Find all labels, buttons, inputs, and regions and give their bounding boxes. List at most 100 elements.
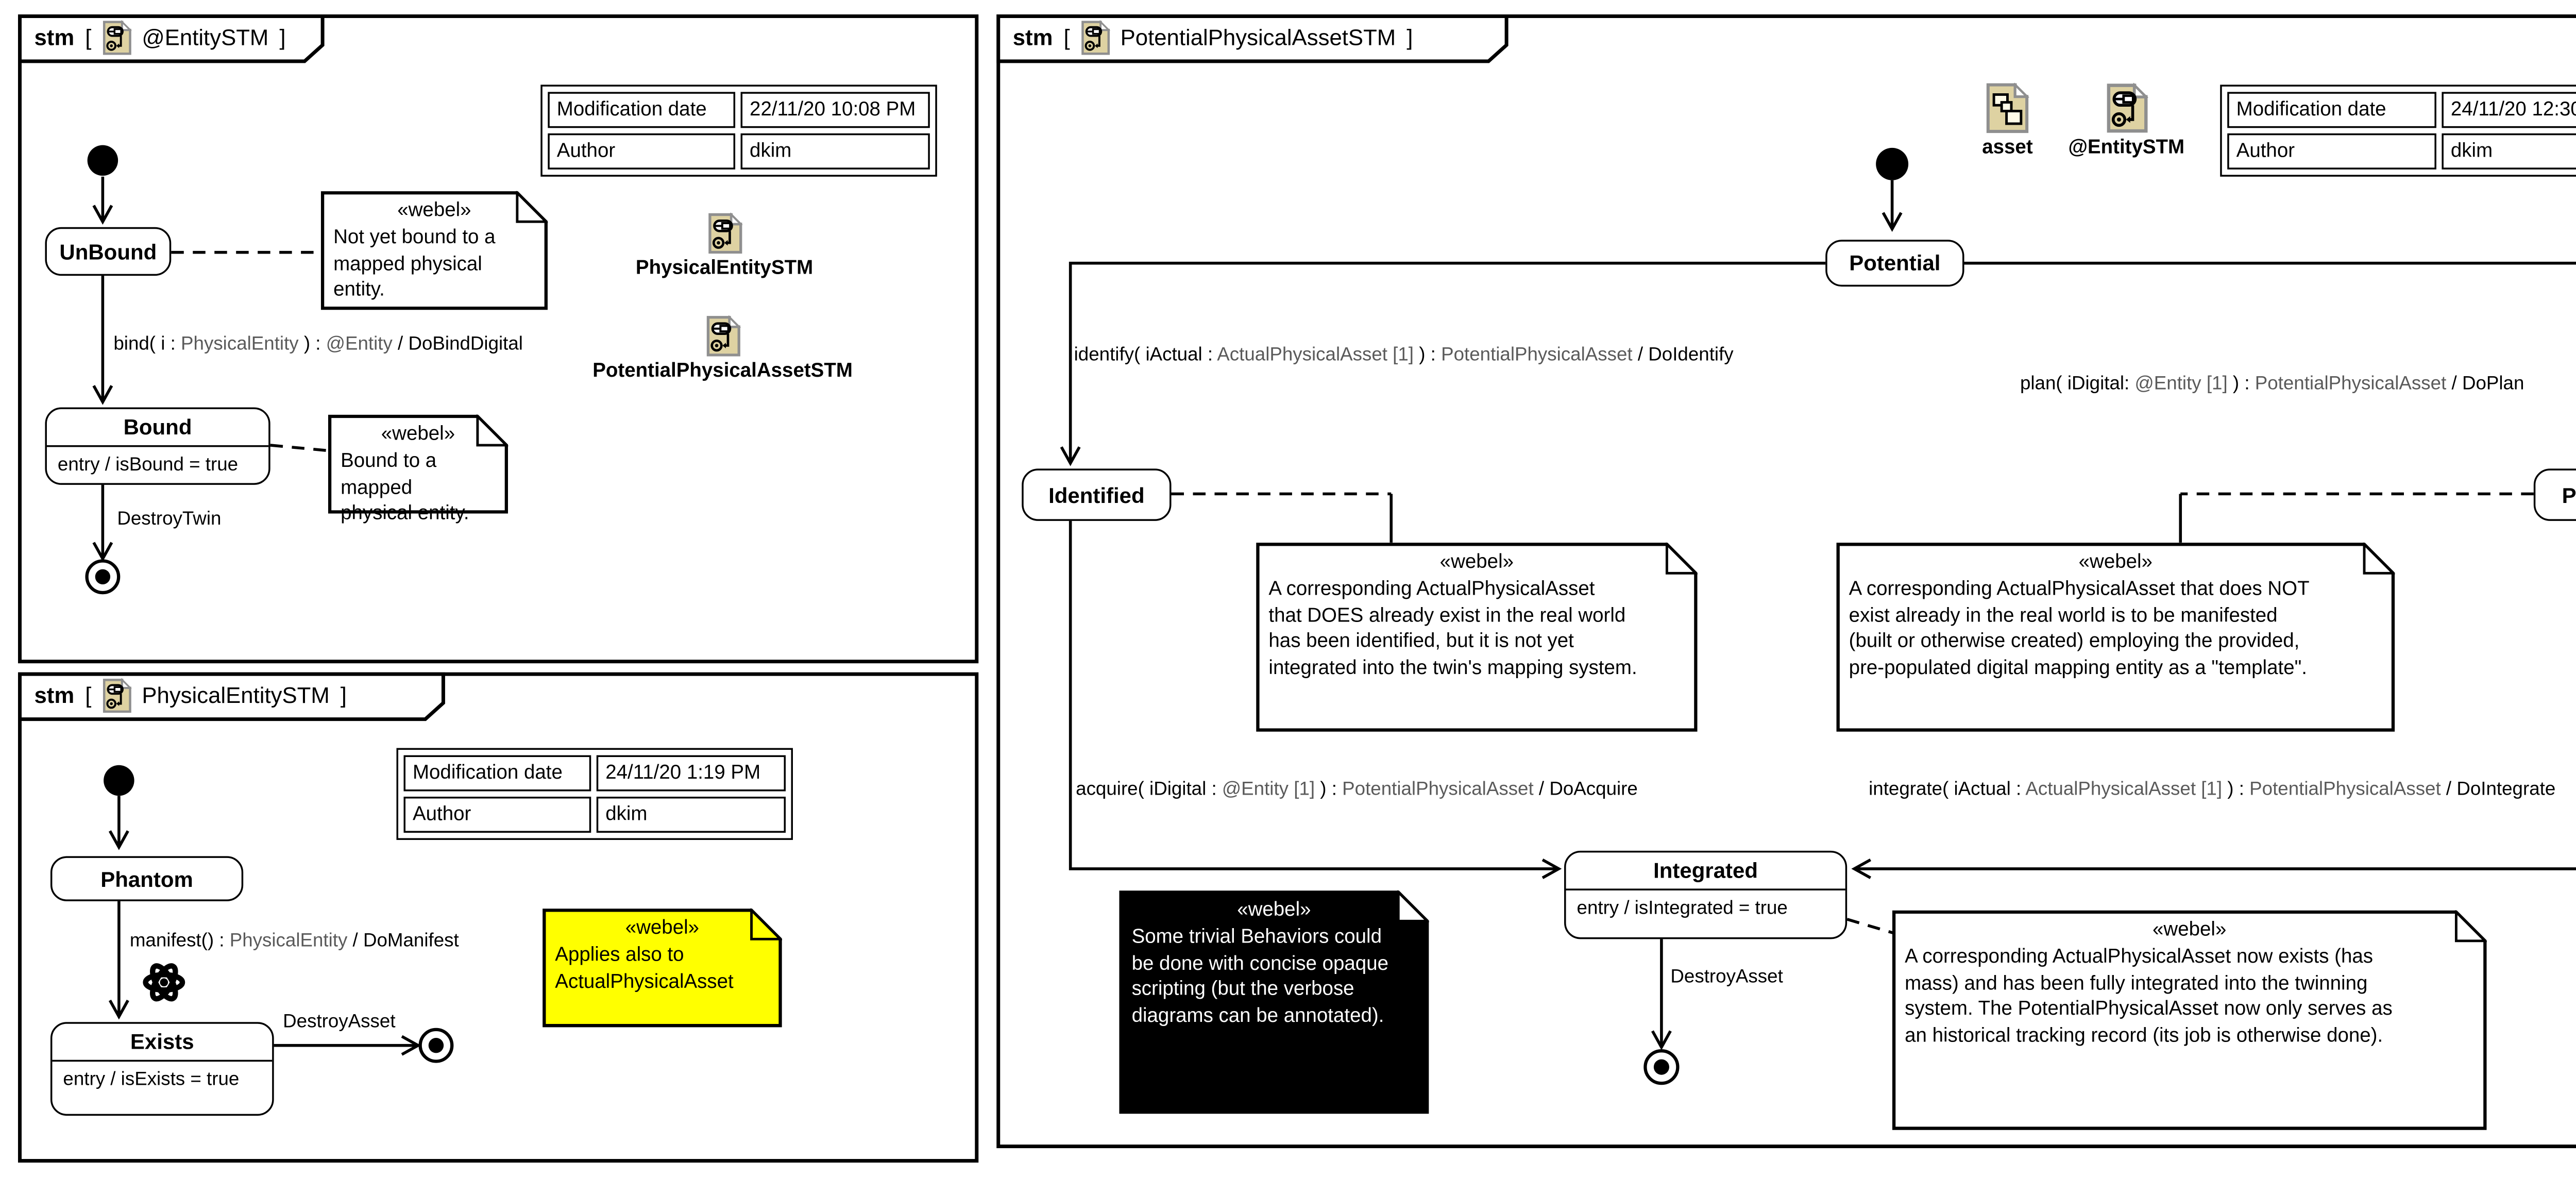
anchor-planned-note[interactable]	[2179, 492, 2534, 543]
transition-label-destroytwin[interactable]: DestroyTwin	[117, 508, 222, 530]
shortcut-label: asset	[1982, 137, 2033, 159]
note-shape	[543, 908, 783, 1028]
frame-kind-label: stm	[34, 24, 75, 50]
frame-physicalentity-stm: stm [ PhysicalEntitySTM ] Modification d…	[18, 672, 979, 1163]
transition-bind-line[interactable]	[92, 276, 113, 405]
state-name: UnBound	[59, 239, 157, 264]
frame-bracket-close: ]	[340, 682, 347, 708]
transition-label-destroyasset[interactable]: DestroyAsset	[1670, 966, 1783, 988]
state-bound[interactable]: Bound entry / isBound = true	[45, 407, 270, 485]
info-value: 24/11/20 1:19 PM	[596, 755, 786, 792]
frame-name-label: @EntitySTM	[142, 24, 269, 50]
statemachine-icon	[102, 19, 131, 55]
note-shape	[1256, 542, 1698, 732]
transition-label-destroyasset[interactable]: DestroyAsset	[283, 1011, 396, 1033]
note-identified[interactable]: «webel» A corresponding ActualPhysicalAs…	[1256, 542, 1698, 732]
transition-destroyasset-line[interactable]	[274, 1035, 421, 1056]
initial-state-icon[interactable]	[104, 765, 134, 796]
final-state-icon[interactable]	[85, 559, 121, 595]
state-name: Exists	[130, 1029, 194, 1055]
shortcut-label: @EntitySTM	[2068, 137, 2185, 159]
state-identified[interactable]: Identified	[1022, 468, 1172, 521]
diagram-info-table[interactable]: Modification date 24/11/20 12:30 PM Auth…	[2220, 85, 2576, 177]
transition-manifest-line[interactable]	[108, 901, 129, 1020]
note-integrated[interactable]: «webel» A corresponding ActualPhysicalAs…	[1892, 910, 2487, 1130]
state-entry-activity: entry / isExists = true	[52, 1060, 273, 1114]
note-shape	[1119, 890, 1429, 1114]
frame-name-label: PhysicalEntitySTM	[142, 682, 330, 708]
frame-potentialphysicalasset-stm: stm [ PotentialPhysicalAssetSTM ] asset …	[996, 14, 2576, 1149]
statemachine-icon	[102, 677, 131, 713]
state-entry-activity: entry / isIntegrated = true	[1566, 888, 1845, 937]
diagram-info-table[interactable]: Modification date 24/11/20 1:19 PM Autho…	[396, 748, 793, 840]
note-stereotype: «webel»	[1237, 899, 1311, 921]
shortcut-potentialphysicalassetstm[interactable]: PotentialPhysicalAssetSTM	[579, 315, 867, 382]
shortcut-asset[interactable]: asset	[1936, 83, 2080, 159]
shortcut-entitystm[interactable]: @EntitySTM	[2027, 83, 2226, 159]
anchor-integrated-note[interactable]	[1846, 918, 1896, 935]
shortcut-physicalentitystm[interactable]: PhysicalEntitySTM	[580, 213, 869, 279]
transition-label-manifest[interactable]: manifest() : PhysicalEntity / DoManifest	[129, 930, 459, 952]
note-shape	[320, 191, 548, 310]
frame-name-label: PotentialPhysicalAssetSTM	[1120, 24, 1396, 50]
info-label: Author	[403, 796, 591, 833]
transition-plan-line[interactable]	[1964, 261, 2576, 463]
info-label: Author	[548, 133, 736, 170]
info-value: 24/11/20 12:30 PM	[2442, 92, 2576, 128]
info-value: 22/11/20 10:08 PM	[740, 92, 930, 128]
transition-label-integrate[interactable]: integrate( iActual : ActualPhysicalAsset…	[1869, 779, 2556, 800]
state-phantom[interactable]: Phantom	[50, 856, 244, 901]
info-label: Modification date	[403, 755, 591, 792]
note-stereotype: «webel»	[1439, 551, 1514, 574]
statemachine-icon	[707, 213, 741, 254]
initial-state-icon[interactable]	[87, 145, 118, 176]
state-planned[interactable]: Planned	[2533, 468, 2576, 521]
anchor-bound-note[interactable]	[270, 444, 328, 452]
state-exists[interactable]: Exists entry / isExists = true	[50, 1022, 274, 1116]
state-potential[interactable]: Potential	[1825, 240, 1964, 287]
frame-bracket-open: [	[85, 682, 92, 708]
final-state-icon[interactable]	[1643, 1049, 1680, 1085]
opaque-behavior-atom-icon[interactable]	[141, 957, 188, 1007]
anchor-identified-note[interactable]	[1171, 492, 1393, 543]
diagram-info-table[interactable]: Modification date 22/11/20 10:08 PM Auth…	[540, 85, 937, 177]
frame-bracket-open: [	[85, 24, 92, 50]
transition-label-acquire[interactable]: acquire( iDigital : @Entity [1] ) : Pote…	[1076, 779, 1638, 800]
transition-destroyasset-line[interactable]	[1651, 939, 1672, 1050]
info-label: Modification date	[2227, 92, 2436, 128]
transition-label-identify[interactable]: identify( iActual : ActualPhysicalAsset …	[1074, 344, 1734, 366]
state-unbound[interactable]: UnBound	[45, 227, 172, 276]
transition-destroytwin-line[interactable]	[92, 484, 113, 562]
transition-initial-to-potential[interactable]	[1882, 180, 1903, 232]
initial-state-icon[interactable]	[1876, 147, 1909, 180]
asset-icon	[1986, 83, 2029, 133]
note-stereotype: «webel»	[625, 917, 700, 939]
transition-label-plan[interactable]: plan( iDigital: @Entity [1] ) : Potentia…	[2020, 373, 2524, 395]
statemachine-icon	[2106, 83, 2147, 133]
final-state-icon[interactable]	[418, 1028, 454, 1063]
transition-label-bind[interactable]: bind( i : PhysicalEntity ) : @Entity / D…	[113, 333, 523, 356]
state-name: Bound	[123, 414, 192, 440]
state-integrated[interactable]: Integrated entry / isIntegrated = true	[1564, 850, 1848, 939]
statemachine-icon	[705, 315, 739, 357]
frame-kind-label: stm	[34, 682, 75, 708]
note-shape	[1892, 910, 2487, 1130]
note-shape	[1836, 542, 2395, 732]
note-stereotype: «webel»	[397, 200, 471, 222]
note-stereotype: «webel»	[2078, 551, 2153, 574]
note-planned[interactable]: «webel» A corresponding ActualPhysicalAs…	[1836, 542, 2395, 732]
transition-initial-to-unbound[interactable]	[92, 176, 113, 225]
shortcut-label: PhysicalEntitySTM	[635, 258, 814, 280]
frame-tab-physicalentity: stm [ PhysicalEntitySTM ]	[18, 672, 449, 732]
state-name: Potential	[1849, 250, 1941, 276]
transition-initial-to-phantom[interactable]	[108, 796, 129, 850]
